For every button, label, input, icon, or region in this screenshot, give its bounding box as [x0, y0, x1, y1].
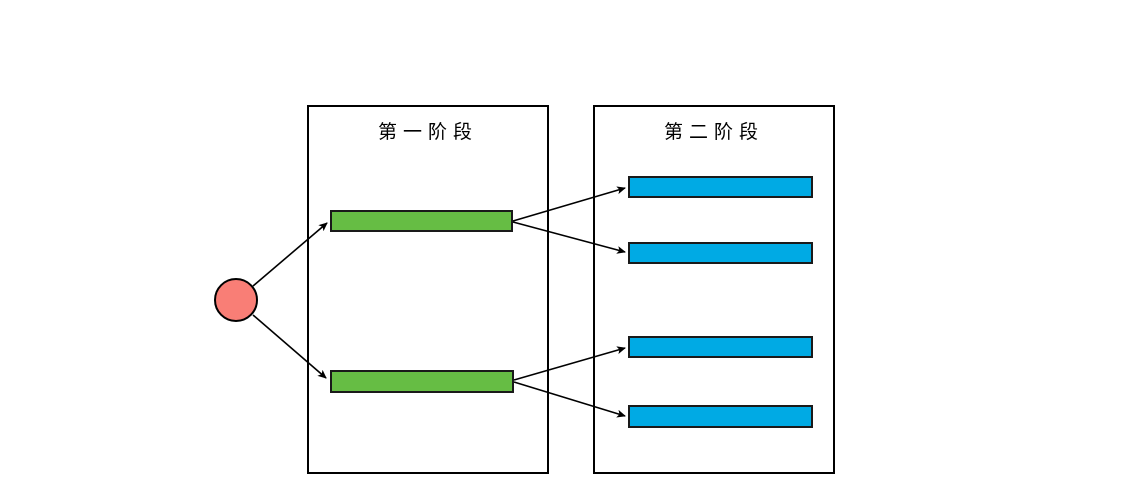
stage-2-title: 第二阶段: [663, 121, 764, 143]
stage1-bar-1-bar: [330, 210, 513, 232]
stage1-bar-2-bar: [330, 370, 514, 393]
stage-1-title: 第一阶段: [377, 121, 478, 143]
stage2-bar-1-bar: [628, 176, 813, 198]
start-node-circle: [214, 278, 258, 322]
stage2-bar-2-bar: [628, 242, 813, 264]
stage2-bar-4-bar: [628, 405, 813, 428]
stage-box-1: 第一阶段: [307, 105, 549, 474]
stage2-bar-3-bar: [628, 336, 813, 358]
